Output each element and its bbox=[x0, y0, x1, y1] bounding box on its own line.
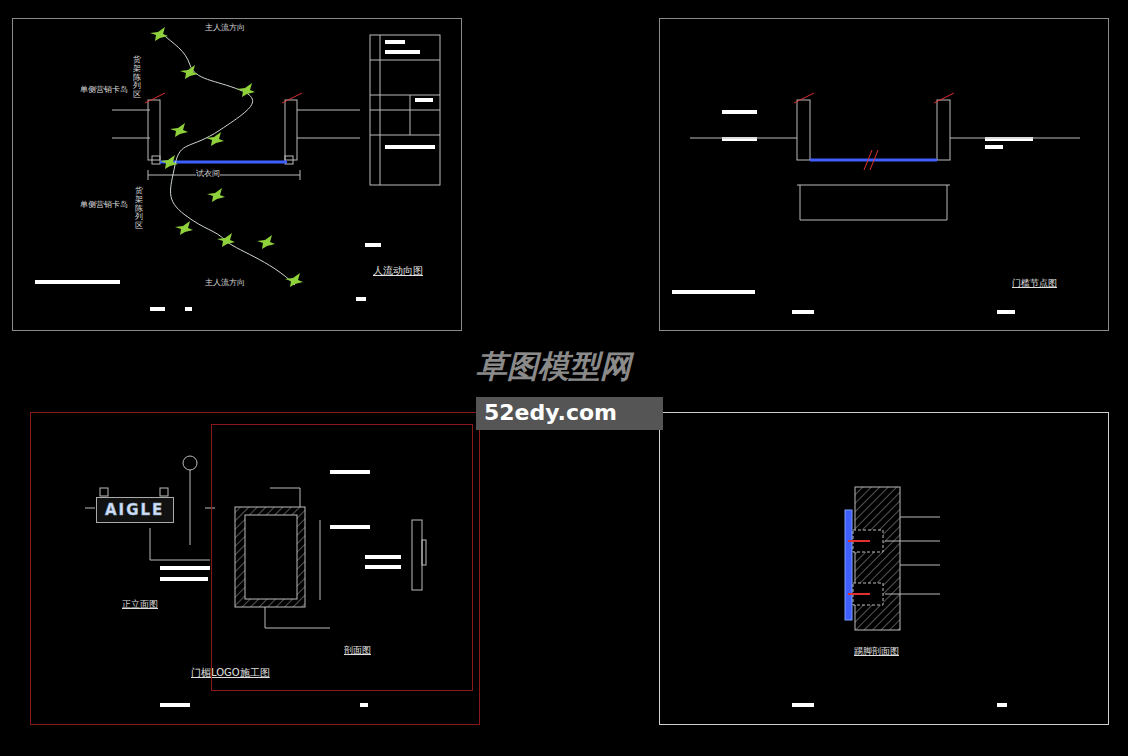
flow-direction: 主人流方向 bbox=[205, 277, 245, 288]
drawing-sheet: 门槛节点图 bbox=[659, 18, 1109, 331]
drawing-title: 门槛节点图 bbox=[1012, 277, 1057, 290]
area-name: 单侧营销卡岛 bbox=[80, 199, 128, 210]
logo-detail bbox=[85, 456, 426, 628]
skirting-section bbox=[845, 487, 940, 630]
drawing-title: 人流动向图 bbox=[373, 264, 423, 278]
watermark: 草图模型网 bbox=[476, 346, 631, 388]
drawing-sheet: 踢脚剖面图 bbox=[659, 412, 1109, 725]
vine-leaves bbox=[150, 27, 303, 287]
area-name: 货架陈列区 bbox=[133, 56, 141, 100]
drawing-sheet: 门楣LOGO施工图 剖面图 AIGLE bbox=[30, 412, 480, 725]
flow-plan bbox=[112, 32, 440, 285]
redacted-bars bbox=[35, 40, 1033, 707]
flow-direction: 主人流方向 bbox=[205, 22, 245, 33]
watermark-box: 52edy.com bbox=[476, 397, 663, 430]
logo-text: AIGLE bbox=[97, 498, 173, 522]
inner-frame: 剖面图 bbox=[211, 424, 473, 691]
room-name: 试衣间 bbox=[196, 168, 220, 179]
area-name: 单侧营销卡岛 bbox=[80, 84, 128, 95]
drawing-title: 剖面图 bbox=[344, 644, 371, 657]
drawing-title: 踢脚剖面图 bbox=[854, 645, 899, 658]
view-title: 正立面图 bbox=[122, 598, 158, 611]
area-name: 货架陈列区 bbox=[135, 187, 143, 231]
drawing-title: 52edy.com bbox=[484, 400, 617, 425]
drawing-title: 门楣LOGO施工图 bbox=[191, 666, 270, 680]
logo-sign: AIGLE bbox=[96, 497, 174, 523]
threshold-detail bbox=[690, 93, 1080, 220]
